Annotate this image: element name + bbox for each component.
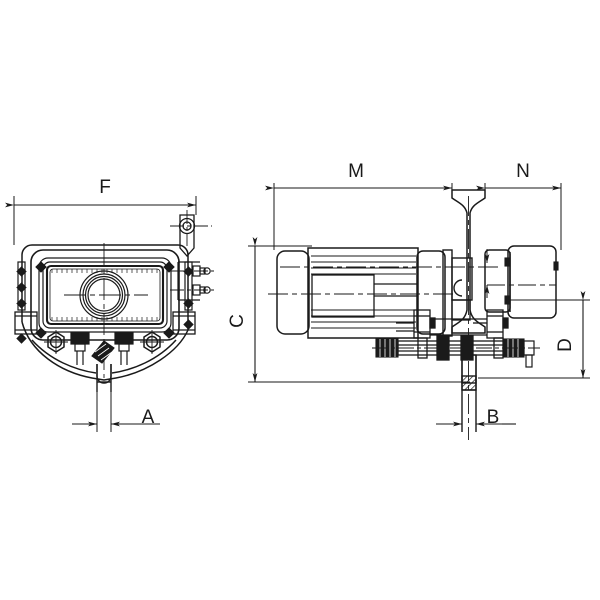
front-view-group xyxy=(5,196,214,432)
gearcase-gasket xyxy=(49,268,161,322)
bolt-stud-left xyxy=(70,332,90,365)
dimension-C xyxy=(248,237,470,383)
motor-terminal-box xyxy=(311,274,418,318)
bolt-stud-right xyxy=(114,332,134,365)
gearcase-inner-window xyxy=(45,264,165,326)
dimension-label-F: F xyxy=(99,177,111,198)
dimension-label-D: D xyxy=(555,338,576,352)
side-rail-bracket xyxy=(177,261,200,301)
gearcase-outer xyxy=(30,249,180,341)
side-bolt-assembly-lower xyxy=(192,284,211,296)
dimension-label-N: N xyxy=(516,161,530,182)
dimension-label-C: C xyxy=(227,314,248,328)
dimension-A xyxy=(72,382,160,432)
side-view-group xyxy=(248,183,590,440)
dimension-F xyxy=(5,196,197,245)
side-bolt-assembly-upper xyxy=(192,265,211,277)
girder-hook-mark xyxy=(453,279,463,297)
cross-beam-plate xyxy=(430,299,487,336)
dimension-D xyxy=(478,291,590,379)
right-slider-block xyxy=(172,311,196,335)
gearcase-flange xyxy=(38,257,172,333)
left-stud-column xyxy=(16,266,27,344)
motor-centre-line xyxy=(268,266,500,295)
electric-motor-housing xyxy=(276,247,446,339)
dimension-label-A: A xyxy=(142,407,155,428)
dimension-label-B: B xyxy=(487,407,500,428)
trolley-wheel-right xyxy=(140,330,164,354)
hook-yoke-outline xyxy=(21,321,189,381)
adjuster-centre-lines xyxy=(170,210,214,291)
trolley-wheel-left xyxy=(44,330,68,354)
suspension-bolt-right xyxy=(473,309,509,339)
right-stud-column xyxy=(183,266,194,330)
motor-cooling-fins xyxy=(311,255,416,329)
hook-block xyxy=(461,354,477,432)
diagonal-fitting xyxy=(91,340,115,364)
i-beam-girder xyxy=(451,189,486,334)
dimension-label-M: M xyxy=(348,161,364,182)
gearcase-corner-bolts xyxy=(35,261,175,339)
suspension-bolt-left xyxy=(396,309,436,339)
